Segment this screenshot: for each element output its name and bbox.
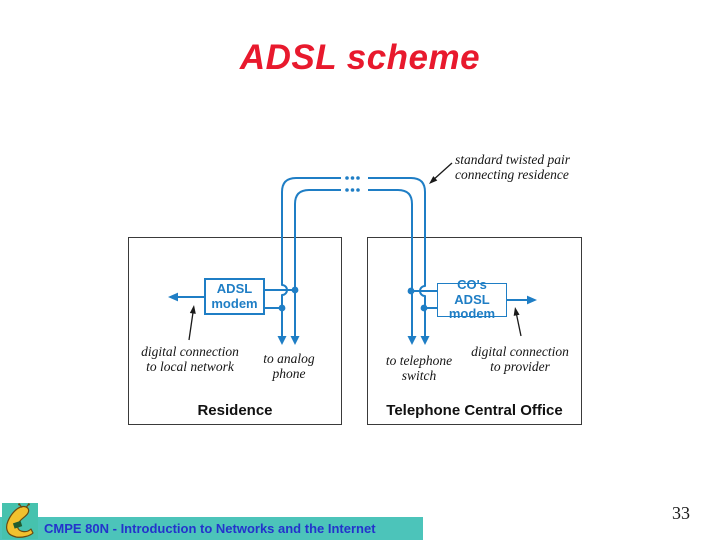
central-office-caption: Telephone Central Office <box>386 402 563 419</box>
page-number: 33 <box>672 503 690 523</box>
residence-box: Residence <box>128 237 342 425</box>
provider-label: digital connection to provider <box>471 344 569 374</box>
footer-course-text: CMPE 80N - Introduction to Networks and … <box>44 521 376 536</box>
central-office-box: Telephone Central Office <box>367 237 582 425</box>
banana-slug-logo-icon <box>2 503 38 539</box>
residence-caption: Residence <box>197 402 273 419</box>
slide-title: ADSL scheme <box>239 38 481 77</box>
adsl-modem-label-line1: ADSL <box>216 280 253 296</box>
adsl-modem-box: ADSL modem <box>204 278 265 315</box>
co-adsl-modem-label-line1: CO's ADSL <box>454 277 490 307</box>
analog-phone-label: to analog phone <box>263 351 315 381</box>
telephone-switch-label: to telephone switch <box>385 353 453 383</box>
wire-ellipsis-dots <box>345 176 360 192</box>
co-adsl-modem-box: CO's ADSL modem <box>437 277 507 321</box>
twisted-pair-label: standard twisted pair connecting residen… <box>455 152 571 182</box>
twisted-pair-pointer-arrow <box>429 162 453 184</box>
co-adsl-modem-label-line2: modem <box>448 306 496 322</box>
footer-bar: CMPE 80N - Introduction to Networks and … <box>0 517 423 540</box>
adsl-modem-label-line2: modem <box>211 295 258 311</box>
local-network-label: digital connection to local network <box>141 344 239 374</box>
